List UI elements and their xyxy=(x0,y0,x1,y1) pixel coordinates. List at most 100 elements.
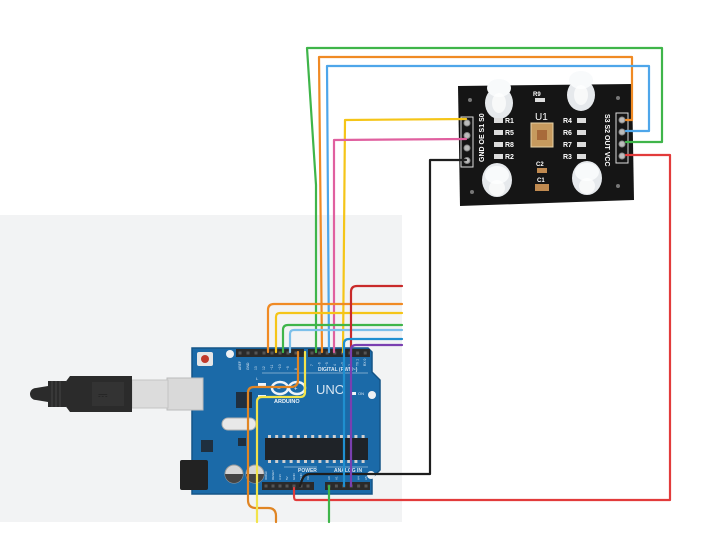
digital-pin-label: 4 xyxy=(333,364,337,366)
power-pin-label: GND xyxy=(299,473,303,481)
power-pin-label: 3.3V xyxy=(278,474,282,480)
usb-strain-relief xyxy=(48,381,66,407)
usb-b-port xyxy=(166,377,204,411)
mcu-pin xyxy=(275,435,279,438)
resistor xyxy=(494,142,503,147)
usb-cable-metal xyxy=(131,379,169,409)
mcu-pin xyxy=(332,460,336,463)
digital-pin-label: 12 xyxy=(262,366,266,370)
mcu-pin xyxy=(304,435,307,438)
digital-pin-label: ~3 xyxy=(340,362,344,366)
power-pin[interactable] xyxy=(271,484,275,488)
mcu-pin xyxy=(361,435,365,438)
digital-pin[interactable] xyxy=(340,351,344,355)
wire-d12-yellow[interactable] xyxy=(274,311,404,354)
mcu-pin xyxy=(325,460,329,463)
resistor xyxy=(577,142,586,147)
analog-pin[interactable] xyxy=(364,484,368,488)
usb-cable[interactable]: ⎓ xyxy=(30,376,169,412)
wire-d10-lightblue[interactable] xyxy=(288,328,404,354)
wire-d8-yellow[interactable] xyxy=(255,350,307,524)
sensor-left-pin-labels: GND OE S1 S0 xyxy=(479,113,486,162)
power-pin[interactable] xyxy=(306,484,310,488)
sensor-pin-s0[interactable] xyxy=(463,119,471,127)
wire-out-green[interactable] xyxy=(305,46,664,354)
wire-d9-orange[interactable] xyxy=(246,350,300,524)
digital-pin-label: 13 xyxy=(254,366,258,370)
mcu-pin xyxy=(340,460,343,463)
mcu-pin xyxy=(296,460,300,463)
digital-pin[interactable] xyxy=(356,351,360,355)
wire-d11-green[interactable] xyxy=(281,323,404,354)
reset-button-cap[interactable] xyxy=(201,355,209,363)
sensor-left-header[interactable] xyxy=(460,116,474,168)
digital-pin[interactable] xyxy=(270,351,274,355)
digital-pin[interactable] xyxy=(238,351,242,355)
white-led xyxy=(572,161,602,195)
wire-s0-yellow[interactable] xyxy=(341,117,468,354)
analog-pin-label: A5 xyxy=(364,476,368,480)
power-pin[interactable] xyxy=(285,484,289,488)
mcu-pin xyxy=(361,460,365,463)
digital-pin[interactable] xyxy=(286,351,290,355)
digital-header-left[interactable] xyxy=(236,349,304,357)
sensor-pin-s2[interactable] xyxy=(618,128,626,136)
digital-pin[interactable] xyxy=(318,351,322,355)
power-pin[interactable] xyxy=(264,484,268,488)
wire-d2-darkred[interactable] xyxy=(349,284,404,354)
atmega-chip xyxy=(265,438,368,460)
mcu-pin xyxy=(304,460,307,463)
sensor-right-header[interactable] xyxy=(615,112,629,164)
analog-label: ANALOG IN xyxy=(334,468,362,474)
sensor-pin-s1[interactable] xyxy=(463,132,471,139)
digital-pin[interactable] xyxy=(363,351,367,355)
power-pin[interactable] xyxy=(278,484,282,488)
wire-gnd-black[interactable] xyxy=(298,158,468,488)
sensor-pin-vcc[interactable] xyxy=(618,152,626,160)
resistor-label: R3 xyxy=(563,154,572,161)
power-pin-label: 5V xyxy=(285,476,289,480)
sensor-pin-out[interactable] xyxy=(618,140,626,148)
digital-pin[interactable] xyxy=(246,351,250,355)
sensor-pin-oe[interactable] xyxy=(463,144,471,152)
mcu-pin xyxy=(347,435,351,438)
wire-s2-blue[interactable] xyxy=(325,64,651,354)
digital-pin-label: ~6 xyxy=(318,362,322,366)
mcu-pin xyxy=(268,460,271,463)
arduino-brand-text: ARDUINO xyxy=(274,399,300,405)
digital-pin[interactable] xyxy=(294,351,298,355)
mcu-pin xyxy=(354,460,358,463)
resistor xyxy=(577,154,586,159)
analog-pin[interactable] xyxy=(334,484,338,488)
digital-header-right[interactable] xyxy=(308,349,370,357)
l-led xyxy=(258,383,266,386)
wire-s1-pink[interactable] xyxy=(332,137,468,354)
digital-pin-label: RX 0 xyxy=(363,359,367,366)
c2-label: C2 xyxy=(536,162,544,168)
crystal-oscillator xyxy=(221,417,257,431)
power-pin-label: RESET xyxy=(271,470,275,480)
resistor xyxy=(494,118,503,123)
sensor-pin-s3[interactable] xyxy=(618,116,626,124)
digital-pin[interactable] xyxy=(333,351,337,355)
wire-vcc-red[interactable] xyxy=(292,153,672,502)
digital-pin[interactable] xyxy=(310,351,314,355)
dc-power-jack xyxy=(180,460,208,490)
wire-s3-orange[interactable] xyxy=(317,55,634,354)
analog-pin[interactable] xyxy=(357,484,361,488)
digital-pin[interactable] xyxy=(278,351,282,355)
digital-pin[interactable] xyxy=(262,351,266,355)
analog-header[interactable] xyxy=(325,482,370,490)
mcu-pin xyxy=(282,435,286,438)
wire-purple-a3[interactable] xyxy=(349,343,404,488)
white-led xyxy=(567,71,595,111)
wire-blue-a2[interactable] xyxy=(342,337,404,488)
wire-d13-orange[interactable] xyxy=(266,302,404,354)
digital-pin[interactable] xyxy=(254,351,258,355)
digital-pin[interactable] xyxy=(325,351,329,355)
digital-header-label: DIGITAL (PWM~) xyxy=(318,367,358,373)
power-pin[interactable] xyxy=(292,484,296,488)
